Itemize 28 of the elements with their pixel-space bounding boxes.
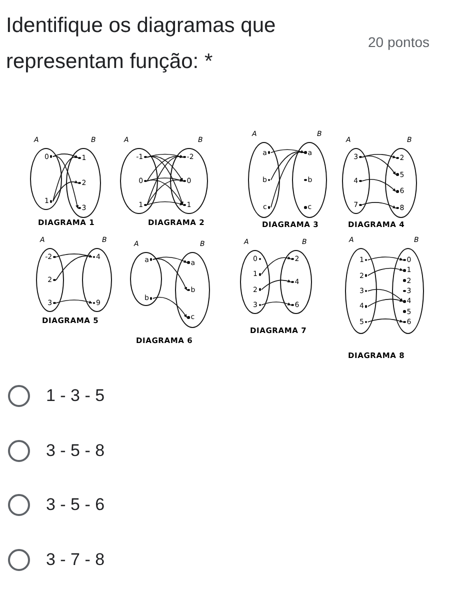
- arrow: [362, 202, 396, 209]
- arrow: [362, 179, 396, 192]
- arrow: [261, 302, 292, 306]
- arrow: [261, 256, 292, 275]
- option-label: 3 - 7 - 8: [46, 550, 105, 570]
- arrow: [368, 298, 404, 307]
- question-title: Identifique os diagramas que representam função: *: [6, 13, 277, 75]
- points-label: 20 pontos: [368, 34, 430, 50]
- arrow: [52, 156, 79, 209]
- arrow: [152, 258, 188, 290]
- arrow: [368, 268, 404, 276]
- arrow: [146, 201, 184, 206]
- arrow: [368, 289, 404, 302]
- arrow: [362, 156, 396, 175]
- arrow: [52, 180, 78, 202]
- arrow: [56, 300, 92, 304]
- option-label: 3 - 5 - 8: [46, 441, 105, 461]
- arrow: [270, 150, 304, 208]
- option-label: 3 - 5 - 6: [46, 495, 105, 515]
- arrow: [368, 318, 404, 323]
- arrow: [261, 280, 292, 290]
- arrow: [56, 254, 92, 280]
- arrow: [152, 256, 188, 264]
- arrow: [152, 296, 188, 318]
- option-label: 1 - 3 - 5: [46, 386, 105, 406]
- arrow: [368, 256, 404, 261]
- arrow: [52, 155, 78, 202]
- arrow: [52, 154, 78, 158]
